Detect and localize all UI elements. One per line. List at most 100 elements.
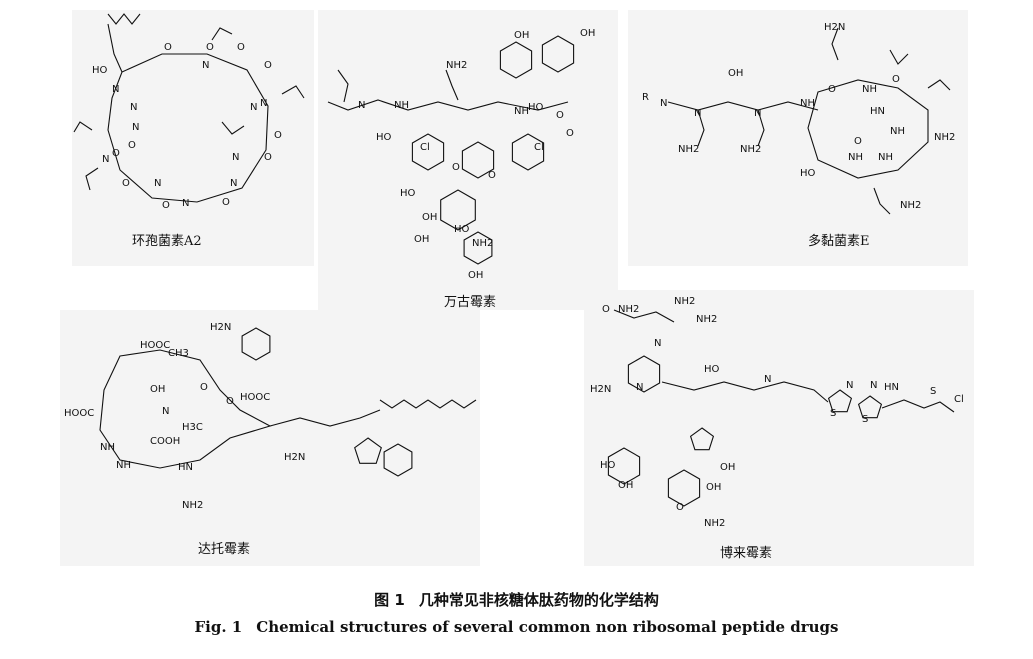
- atom-label: O: [676, 502, 684, 513]
- atom-label: S: [830, 408, 836, 419]
- atom-label: NH2: [704, 518, 725, 529]
- atom-label: OH: [414, 234, 429, 245]
- atom-label: S: [930, 386, 936, 397]
- atom-label: Cl: [420, 142, 430, 153]
- atom-label: N: [660, 98, 667, 109]
- atom-label: OH: [150, 384, 165, 395]
- atom-label: N: [232, 152, 239, 163]
- vancomycin-bonds: [327, 35, 575, 265]
- atom-label: H2N: [824, 22, 845, 33]
- bond: [511, 133, 545, 171]
- compound-caption: 万古霉素: [444, 295, 497, 310]
- bond: [85, 167, 99, 191]
- atom-label: N: [102, 154, 109, 165]
- atom-label: COOH: [150, 436, 180, 447]
- bond: [541, 35, 575, 73]
- atom-label: H3C: [182, 422, 203, 433]
- bond: [383, 443, 413, 477]
- atom-label: NH: [890, 126, 905, 137]
- atom-label: HO: [528, 102, 544, 113]
- atom-label: O: [128, 140, 136, 151]
- bond: [73, 121, 93, 133]
- atom-label: O: [854, 136, 862, 147]
- atom-label: N: [358, 100, 365, 111]
- atom-label: NH: [862, 84, 877, 95]
- atom-label: H2N: [284, 452, 305, 463]
- bond: [221, 121, 245, 135]
- atom-label: H2N: [590, 384, 611, 395]
- atom-label: H2N: [210, 322, 231, 333]
- atom-label: HO: [92, 65, 108, 76]
- bond: [241, 327, 271, 361]
- bond: [211, 27, 233, 41]
- atom-label: NH: [394, 100, 409, 111]
- atom-label: O: [556, 110, 564, 121]
- atom-label: N: [250, 102, 257, 113]
- bond: [499, 41, 533, 79]
- atom-label: O: [892, 74, 900, 85]
- atom-label: N: [182, 198, 189, 209]
- atom-label: NH2: [678, 144, 699, 155]
- atom-label: NH2: [934, 132, 955, 143]
- atom-label: NH2: [740, 144, 761, 155]
- atom-label: O: [264, 152, 272, 163]
- atom-label: O: [222, 197, 230, 208]
- atom-label: N: [130, 102, 137, 113]
- bond: [269, 409, 381, 427]
- compound-caption: 达托霉素: [198, 542, 251, 557]
- atom-label: NH: [800, 98, 815, 109]
- atom-label: O: [164, 42, 172, 53]
- figure-number-chinese: 图 1: [374, 591, 405, 609]
- bond: [281, 85, 305, 99]
- figure-caption-chinese: 图 1 几种常见非核糖体肽药物的化学结构: [0, 589, 1033, 610]
- cyclosporin-bonds: [73, 13, 305, 203]
- bond: [461, 141, 495, 179]
- daptomycin-bonds: [99, 327, 477, 477]
- bond: [927, 79, 951, 91]
- atom-label: OH: [706, 482, 721, 493]
- atom-label: OH: [422, 212, 437, 223]
- polymyxin-bonds: [667, 27, 951, 215]
- atom-label: NH2: [472, 238, 493, 249]
- bond: [757, 109, 765, 147]
- atom-label: N: [870, 380, 877, 391]
- atom-label: N: [764, 374, 771, 385]
- atom-label: N: [260, 98, 267, 109]
- atom-label: O: [226, 396, 234, 407]
- figure-title-english: Chemical structures of several common no…: [256, 618, 839, 636]
- atom-label: O: [602, 304, 610, 315]
- bond: [337, 69, 349, 103]
- bond: [667, 469, 701, 507]
- bond: [889, 49, 909, 65]
- compound-caption: 环孢菌素A2: [132, 234, 202, 249]
- atom-label: HO: [800, 168, 816, 179]
- bond: [661, 381, 829, 403]
- bond: [627, 355, 661, 393]
- atom-label: N: [846, 380, 853, 391]
- figure-number-english: Fig. 1: [194, 618, 243, 636]
- bond: [107, 23, 123, 73]
- bleomycin-bonds: [607, 309, 955, 507]
- bond: [857, 395, 883, 419]
- atom-label: HOOC: [140, 340, 170, 351]
- atom-label: NH: [100, 442, 115, 453]
- atom-label: OH: [514, 30, 529, 41]
- figure-title-chinese: 几种常见非核糖体肽药物的化学结构: [418, 591, 659, 609]
- bond: [379, 399, 477, 409]
- bond: [689, 427, 715, 451]
- bond: [327, 99, 569, 111]
- atom-label: O: [566, 128, 574, 139]
- compound-caption: 博来霉素: [720, 546, 773, 561]
- atom-label: HO: [704, 364, 720, 375]
- atom-label: O: [200, 382, 208, 393]
- atom-label: O: [828, 84, 836, 95]
- atom-label: O: [237, 42, 245, 53]
